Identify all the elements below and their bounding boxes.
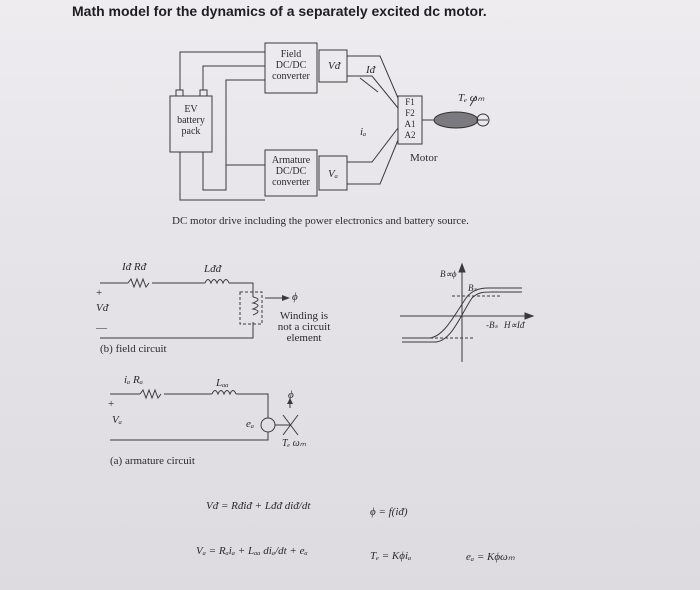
arm-ea: eₐ [246, 418, 255, 430]
motor-label: Motor [410, 152, 438, 164]
winding-note: Winding is not a circuit element [262, 311, 346, 344]
field-converter-label: Field DC/DC converter [265, 49, 317, 82]
terminal-f1: F1 [405, 97, 415, 107]
terminal-a1: A1 [404, 119, 416, 129]
winding-note-line3: element [286, 332, 322, 344]
field-converter-box [264, 42, 318, 94]
mag-bs: Bₛ [468, 283, 477, 293]
if-label: Iᵭ [366, 64, 376, 76]
motor-icon [433, 111, 479, 129]
va-label: Vₐ [328, 168, 338, 180]
armature-converter-line3: converter [272, 177, 310, 188]
armature-caption: (a) armature circuit [110, 455, 195, 467]
emf-equation: eₐ = Kϕωₘ [466, 551, 515, 563]
arm-phi: ϕ [288, 389, 294, 401]
field-equation: Vᵭ = Rᵭiᵭ + Lᵭᵭ diᵭ/dt [206, 500, 311, 512]
field-caption: (b) field circuit [100, 343, 167, 355]
armature-converter-line1: Armature [271, 155, 311, 166]
winding-note-line1: Winding is [279, 310, 329, 322]
page-title: Math model for the dynamics of a separat… [72, 3, 487, 19]
mag-y-label: B∝ϕ [440, 269, 457, 279]
ia-label: iₐ [360, 126, 367, 138]
field-vf: Vᵭ [96, 302, 109, 314]
arm-ia-ra: iₐ Rₐ [124, 374, 143, 386]
torque-speed-label: Tₑ ωₘ [458, 92, 485, 104]
flux-equation: ϕ = f(iᵭ) [370, 506, 408, 518]
field-inductor [204, 279, 230, 285]
field-if-rf: Iᵭ Rᵭ [122, 261, 147, 273]
terminal-f2: F2 [405, 108, 415, 118]
battery-line1: EV [184, 104, 198, 115]
torque-equation: Tₑ = Kϕiₐ [370, 550, 412, 562]
terminal-a2: A2 [404, 130, 416, 140]
armature-converter-label: Armature DC/DC converter [265, 155, 317, 188]
motor-terminals: F1 F2 A1 A2 [399, 97, 421, 141]
armature-source-icon [260, 417, 276, 433]
arm-te-wm: Tₑ ωₘ [282, 438, 306, 449]
field-converter-line1: Field [280, 49, 302, 60]
field-phi: ϕ [292, 291, 298, 303]
armature-converter-line2: DC/DC [275, 166, 307, 177]
arm-laa: Lₐₐ [216, 377, 229, 389]
arm-va: Vₐ [112, 414, 122, 426]
battery-box [169, 95, 213, 153]
field-converter-line2: DC/DC [275, 60, 307, 71]
armature-equation: Vₐ = Rₐiₐ + Lₐₐ diₐ/dt + eₐ [196, 545, 308, 557]
armature-inductor [211, 390, 237, 396]
battery-line3: pack [181, 126, 201, 137]
field-converter-line3: converter [272, 71, 310, 82]
armature-converter-box [264, 149, 318, 197]
field-plus: + [96, 287, 103, 299]
mag-x-label: H∝Iᵭ [504, 320, 525, 330]
magnetization-curve [400, 262, 535, 362]
arm-plus: + [108, 398, 115, 410]
top-caption: DC motor drive including the power elect… [172, 215, 469, 227]
mag-neg-bs: -Bₛ [486, 320, 498, 330]
field-minus: — [96, 322, 107, 334]
armature-resistor [139, 388, 162, 400]
battery-line2: battery [177, 115, 205, 126]
battery-label: EV battery pack [170, 104, 212, 137]
winding-note-line2: not a circuit [277, 321, 331, 333]
field-resistor [127, 277, 150, 289]
vf-label: Vᵭ [328, 60, 341, 72]
field-lff: Lᵭᵭ [204, 263, 222, 275]
